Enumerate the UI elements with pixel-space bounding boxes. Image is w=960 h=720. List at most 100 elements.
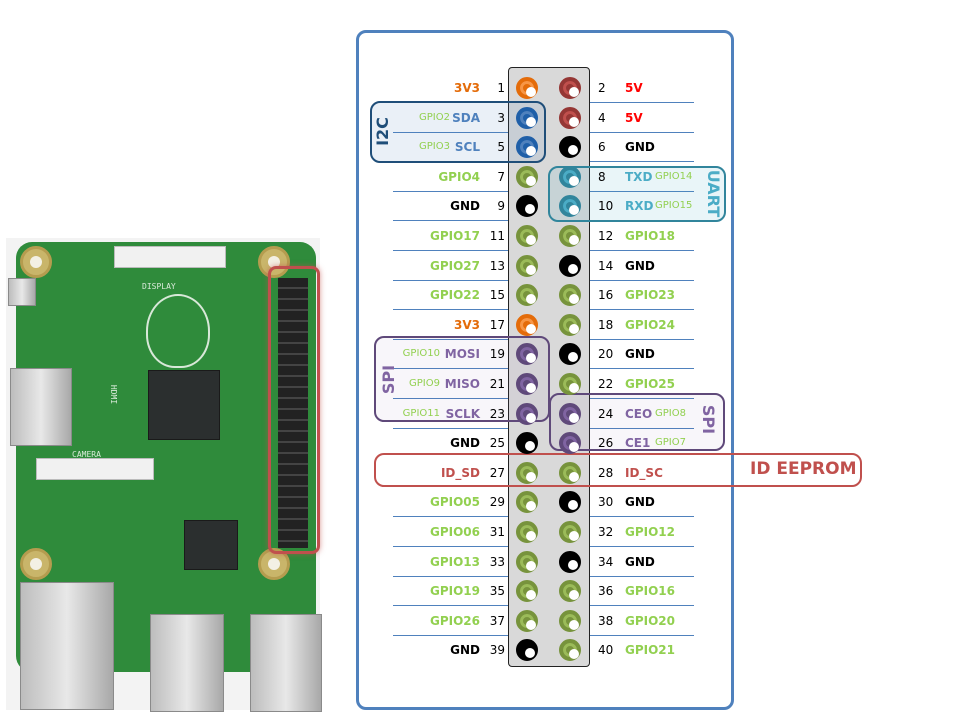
pin-5-icon[interactable] <box>516 136 538 159</box>
pin-label: GND <box>450 199 480 214</box>
pin-number: 25 <box>489 436 505 451</box>
pin-27-icon[interactable] <box>516 461 538 484</box>
row-separator-left <box>393 398 508 399</box>
pin-number: 3 <box>497 110 505 125</box>
row-separator-left <box>393 220 508 222</box>
pin-24-icon[interactable] <box>559 402 581 425</box>
row-separator-right <box>590 368 694 370</box>
pin-1-icon[interactable] <box>516 77 538 99</box>
pin-gpio-name: GPIO8 <box>655 407 686 419</box>
pin-number: 28 <box>598 465 614 480</box>
pin-36-icon[interactable] <box>559 580 581 603</box>
pin-37-icon[interactable] <box>516 609 538 632</box>
pin-label: GPIO05 <box>429 495 480 510</box>
pin-label: CEO <box>625 406 653 421</box>
pin-9-icon[interactable] <box>516 195 538 218</box>
pin-gpio-name: GPIO14 <box>655 170 693 182</box>
pin-38-icon[interactable] <box>559 609 581 632</box>
pin-23-icon[interactable] <box>516 402 538 425</box>
pin-number: 29 <box>489 495 505 510</box>
pin-number: 4 <box>598 110 606 125</box>
pin-11-icon[interactable] <box>516 225 538 247</box>
pin-21-icon[interactable] <box>516 373 538 395</box>
pin-number: 15 <box>489 288 505 303</box>
row-separator-right <box>590 131 694 133</box>
display-connector <box>114 246 226 268</box>
row-separator-right <box>590 398 694 399</box>
pin-34-icon[interactable] <box>559 550 581 573</box>
pin-number: 32 <box>598 525 614 539</box>
mounting-hole <box>20 548 52 580</box>
pin-18-icon[interactable] <box>559 313 581 336</box>
silkscreen-hdmi: HDMI <box>109 384 119 405</box>
gpio-header-highlight <box>268 266 320 554</box>
pin-3-icon[interactable] <box>516 106 538 129</box>
pin-7-icon[interactable] <box>516 165 538 188</box>
pin-32-icon[interactable] <box>559 521 581 543</box>
pin-12-icon[interactable] <box>559 225 581 247</box>
pin-number: 10 <box>598 199 614 214</box>
pin-19-icon[interactable] <box>516 343 538 366</box>
pin-number: 6 <box>598 140 606 155</box>
pin-number: 31 <box>489 525 505 539</box>
pin-15-icon[interactable] <box>516 284 538 307</box>
pin-number: 30 <box>598 495 614 510</box>
pin-20-icon[interactable] <box>559 343 581 366</box>
row-separator-right <box>590 605 694 607</box>
pin-16-icon[interactable] <box>559 284 581 307</box>
pin-number: 37 <box>489 613 505 628</box>
pin-33-icon[interactable] <box>516 550 538 573</box>
pin-4-icon[interactable] <box>559 106 581 129</box>
i2c-group-label: I2C <box>372 117 392 146</box>
usb-port <box>250 614 322 712</box>
pin-label: GPIO4 <box>438 169 480 184</box>
pin-number: 14 <box>598 258 614 273</box>
pin-13-icon[interactable] <box>516 254 538 277</box>
row-separator-right <box>590 279 694 281</box>
pin-label: GPIO18 <box>625 229 676 243</box>
pin-26-icon[interactable] <box>559 432 581 455</box>
pin-number: 24 <box>598 406 614 421</box>
pin-17-icon[interactable] <box>516 313 538 336</box>
row-separator-right <box>590 516 694 518</box>
pin-label: CE1 <box>625 436 651 451</box>
pin-label: GND <box>450 643 480 658</box>
pin-8-icon[interactable] <box>559 165 581 188</box>
pin-30-icon[interactable] <box>559 491 581 514</box>
pin-number: 26 <box>598 436 614 451</box>
pin-number: 9 <box>497 199 505 214</box>
row-separator-left <box>393 427 508 429</box>
pin-number: 21 <box>489 377 505 391</box>
pin-number: 38 <box>598 613 614 628</box>
pin-label: GPIO19 <box>429 584 480 599</box>
pin-gpio-name: GPIO11 <box>402 407 440 419</box>
pin-29-icon[interactable] <box>516 491 538 514</box>
processor-chip <box>148 370 220 440</box>
row-separator-left <box>393 279 508 281</box>
pin-35-icon[interactable] <box>516 580 538 603</box>
spi-right-group-box <box>549 393 725 451</box>
row-separator-left <box>393 546 508 547</box>
pin-39-icon[interactable] <box>516 639 538 662</box>
pin-6-icon[interactable] <box>559 136 581 159</box>
raspberry-logo <box>146 294 210 368</box>
pin-2-icon[interactable] <box>559 77 581 99</box>
pin-10-icon[interactable] <box>559 195 581 218</box>
silkscreen-display: DISPLAY <box>142 282 176 291</box>
uart-group-label: UART <box>704 169 724 218</box>
row-separator-right <box>590 309 694 311</box>
pin-label: TXD <box>625 169 653 184</box>
pin-gpio-name: GPIO15 <box>655 200 693 212</box>
pin-gpio-name: GPIO3 <box>419 141 450 153</box>
row-separator-left <box>393 368 508 370</box>
pin-14-icon[interactable] <box>559 254 581 277</box>
pin-31-icon[interactable] <box>516 521 538 543</box>
pin-40-icon[interactable] <box>559 639 581 662</box>
pin-22-icon[interactable] <box>559 373 581 395</box>
pin-label: SCL <box>454 140 480 155</box>
pcb: DISPLAY HDMI CAMERA <box>8 242 322 712</box>
pin-label: 3V3 <box>454 317 480 332</box>
pin-28-icon[interactable] <box>559 461 581 484</box>
pin-number: 12 <box>598 229 614 243</box>
pin-25-icon[interactable] <box>516 432 538 455</box>
